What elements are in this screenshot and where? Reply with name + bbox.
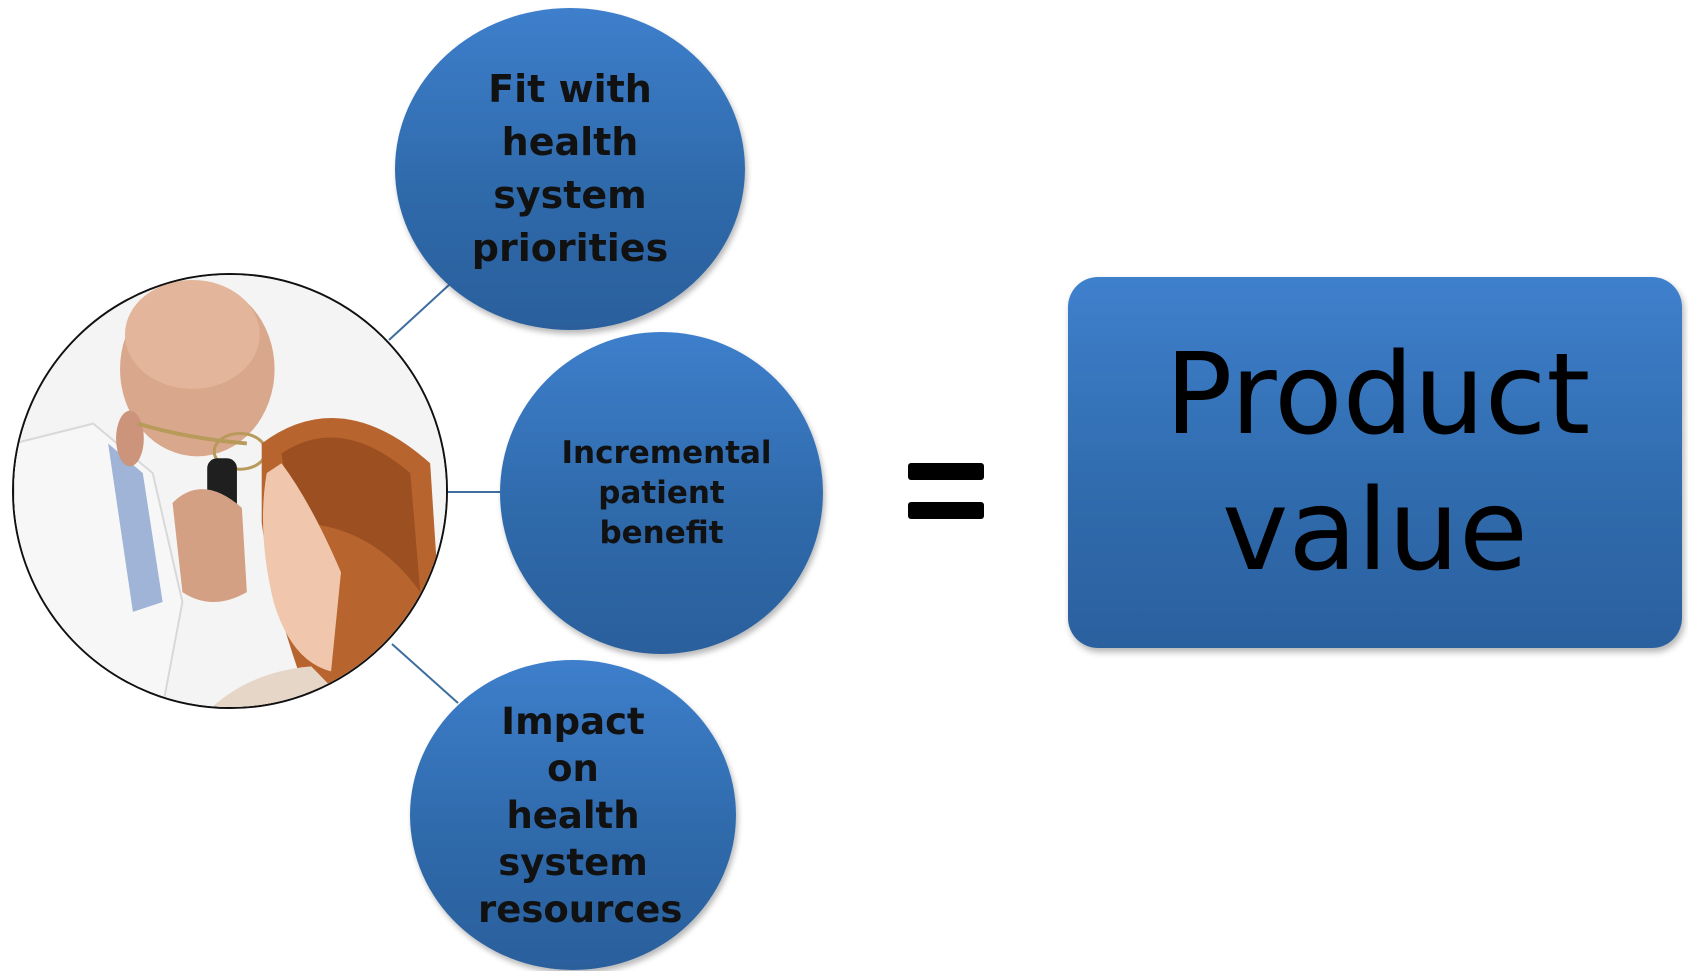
equals-bar-top <box>908 463 984 480</box>
connector-fit <box>388 283 451 341</box>
node-incremental-benefit: Incremental patient benefit <box>500 332 823 654</box>
equals-bar-bottom <box>908 502 984 519</box>
node-fit-label: Fit with health system priorities <box>471 67 669 270</box>
doctor-examining-eye-illustration <box>14 275 446 707</box>
node-impact-resources: Impact on health system resources <box>410 660 736 970</box>
node-benefit-label: Incremental patient benefit <box>561 435 772 551</box>
equals-sign <box>908 463 984 541</box>
connector-impact <box>391 643 459 704</box>
node-impact-label: Impact on health system resources <box>478 699 683 931</box>
doctor-patient-photo <box>12 273 448 709</box>
product-value-label: Product value <box>1165 329 1591 596</box>
product-value-box: Product value <box>1068 277 1682 648</box>
node-fit-with-priorities: Fit with health system priorities <box>395 8 745 330</box>
